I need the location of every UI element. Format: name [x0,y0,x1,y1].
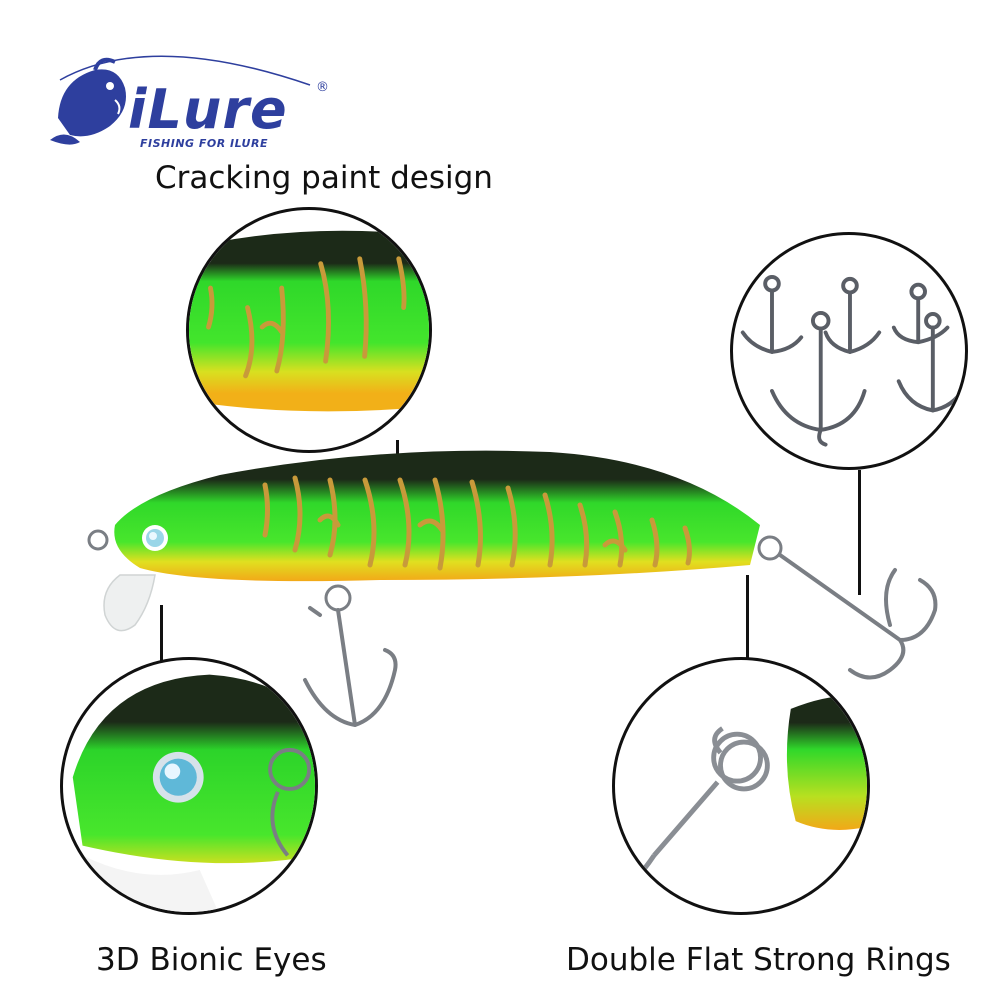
callout-label-rings: Double Flat Strong Rings [566,942,951,978]
eyes-callout-line [160,605,163,665]
eye-closeup-circle [60,657,318,915]
rings-callout-line [746,575,749,665]
brand-logo: iLure ® FISHING FOR ILURE [40,40,340,160]
bionic-eye-image [63,674,315,912]
fish-logo-icon [50,55,311,145]
rings-closeup-circle [612,657,870,915]
callout-label-eyes: 3D Bionic Eyes [96,942,327,978]
paint-closeup-circle [186,207,432,453]
main-lure [80,440,960,760]
paint-closeup-image [189,230,429,412]
logo-text: iLure [128,78,288,141]
split-rings-image [615,695,867,897]
hooks-closeup-circle [730,232,968,470]
logo-tagline: FISHING FOR ILURE [140,137,268,150]
treble-hooks-image [740,274,965,447]
hooks-callout-line [858,470,861,595]
callout-label-paint: Cracking paint design [155,160,493,196]
lure-image [87,450,938,727]
registered-mark: ® [316,80,329,95]
